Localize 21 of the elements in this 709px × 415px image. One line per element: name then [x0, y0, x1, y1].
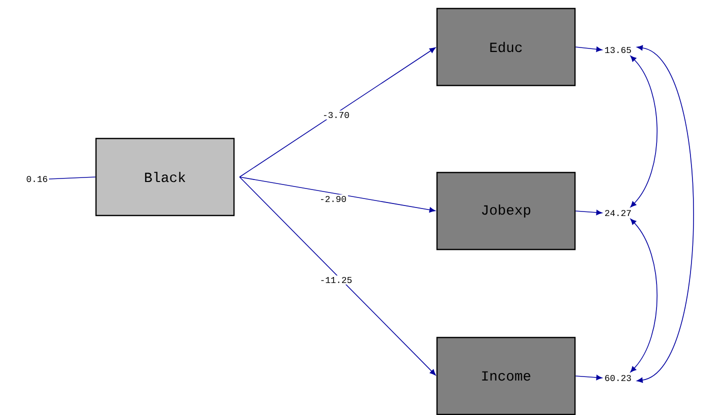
variable-box: Income — [436, 336, 576, 415]
variable-box: Jobexp — [436, 172, 576, 250]
variance-value: 24.27 — [605, 210, 631, 216]
variance-value: 13.65 — [605, 46, 631, 54]
error-arrow — [575, 210, 602, 216]
error-arrow — [575, 46, 602, 52]
variable-box: Educ — [436, 8, 576, 86]
path-arrow — [239, 47, 436, 178]
edge-label: -11.25 — [318, 275, 354, 285]
edge-label: -2.90 — [318, 194, 348, 204]
covariance-arrow — [630, 218, 658, 372]
variance-value: 60.23 — [605, 374, 631, 382]
edge-label: -3.70 — [321, 110, 351, 120]
variable-box: Black — [95, 138, 235, 216]
variance-value: 0.16 — [26, 176, 48, 182]
variance-line — [48, 176, 96, 180]
covariance-arrow — [630, 56, 658, 208]
covariance-arrow — [636, 45, 694, 383]
path-arrow — [239, 176, 436, 212]
path-arrow — [239, 176, 436, 376]
error-arrow — [575, 374, 602, 380]
